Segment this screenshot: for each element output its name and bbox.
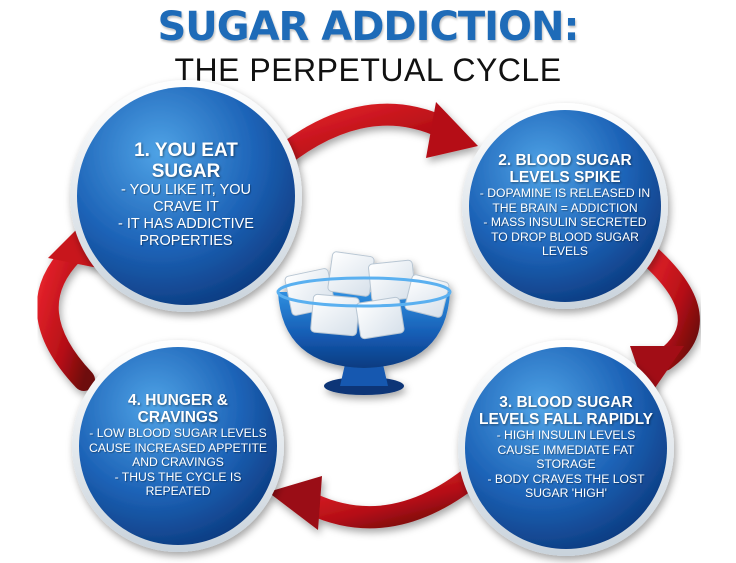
step-2-text-line: - MASS INSULIN SECRETED — [483, 215, 647, 230]
step-4-text-line: CAUSE INCREASED APPETITE — [88, 440, 268, 455]
sugar-bowl-icon — [276, 251, 452, 395]
step-2-text-line: THE BRAIN = ADDICTION — [492, 200, 638, 215]
page-subtitle: THE PERPETUAL CYCLE — [174, 52, 562, 88]
step-3-text-line: - HIGH INSULIN LEVELS — [496, 428, 636, 443]
arrow-3-to-4 — [268, 467, 481, 530]
step-3: 3. BLOOD SUGAR LEVELS FALL RAPIDLY - HIG… — [457, 372, 675, 522]
step-circle-1 — [70, 80, 302, 312]
arrow-1-to-2 — [257, 102, 478, 179]
step-circle-2 — [462, 103, 668, 309]
step-3-heading-line: 3. BLOOD SUGAR — [499, 393, 633, 411]
step-2-text-line: - DOPAMINE IS RELEASED IN — [479, 186, 651, 201]
step-4-text-line: - THUS THE CYCLE IS — [114, 469, 242, 484]
step-circle-4 — [72, 340, 284, 552]
step-2-text-line: TO DROP BLOOD SUGAR — [491, 229, 639, 244]
step-4-heading-line: CRAVINGS — [137, 409, 219, 427]
step-1-text-line: PROPERTIES — [139, 233, 233, 250]
step-3-text-line: STORAGE — [536, 457, 596, 472]
step-1-text-line: - YOU LIKE IT, YOU — [120, 182, 251, 199]
step-3-text-line: SUGAR 'HIGH' — [525, 485, 607, 500]
step-4-text-line: AND CRAVINGS — [132, 455, 224, 470]
page-title: SUGAR ADDICTION: — [157, 4, 579, 50]
step-2: 2. BLOOD SUGAR LEVELS SPIKE - DOPAMINE I… — [462, 130, 668, 280]
step-4: 4. HUNGER & CRAVINGS - LOW BLOOD SUGAR L… — [74, 370, 282, 520]
step-1-text-line: CRAVE IT — [153, 199, 219, 216]
step-4-text-line: - LOW BLOOD SUGAR LEVELS — [89, 426, 267, 441]
step-3-heading-line: LEVELS FALL RAPIDLY — [479, 411, 653, 429]
step-3-text-line: - BODY CRAVES THE LOST — [487, 471, 645, 486]
step-1-heading-line: SUGAR — [151, 160, 221, 182]
step-4-text-line: REPEATED — [145, 483, 211, 498]
step-2-text-line: LEVELS — [541, 243, 589, 258]
step-circle-3 — [458, 340, 674, 556]
step-1: 1. YOU EAT SUGAR - YOU LIKE IT, YOU CRAV… — [74, 114, 298, 276]
step-2-heading-line: 2. BLOOD SUGAR — [498, 151, 632, 169]
step-1-heading-line: 1. YOU EAT — [134, 139, 238, 161]
step-3-text-line: CAUSE IMMEDIATE FAT — [497, 442, 635, 457]
step-1-text-line: - IT HAS ADDICTIVE — [118, 216, 254, 233]
step-2-heading-line: LEVELS SPIKE — [509, 169, 621, 187]
step-4-heading-line: 4. HUNGER & — [128, 391, 228, 409]
